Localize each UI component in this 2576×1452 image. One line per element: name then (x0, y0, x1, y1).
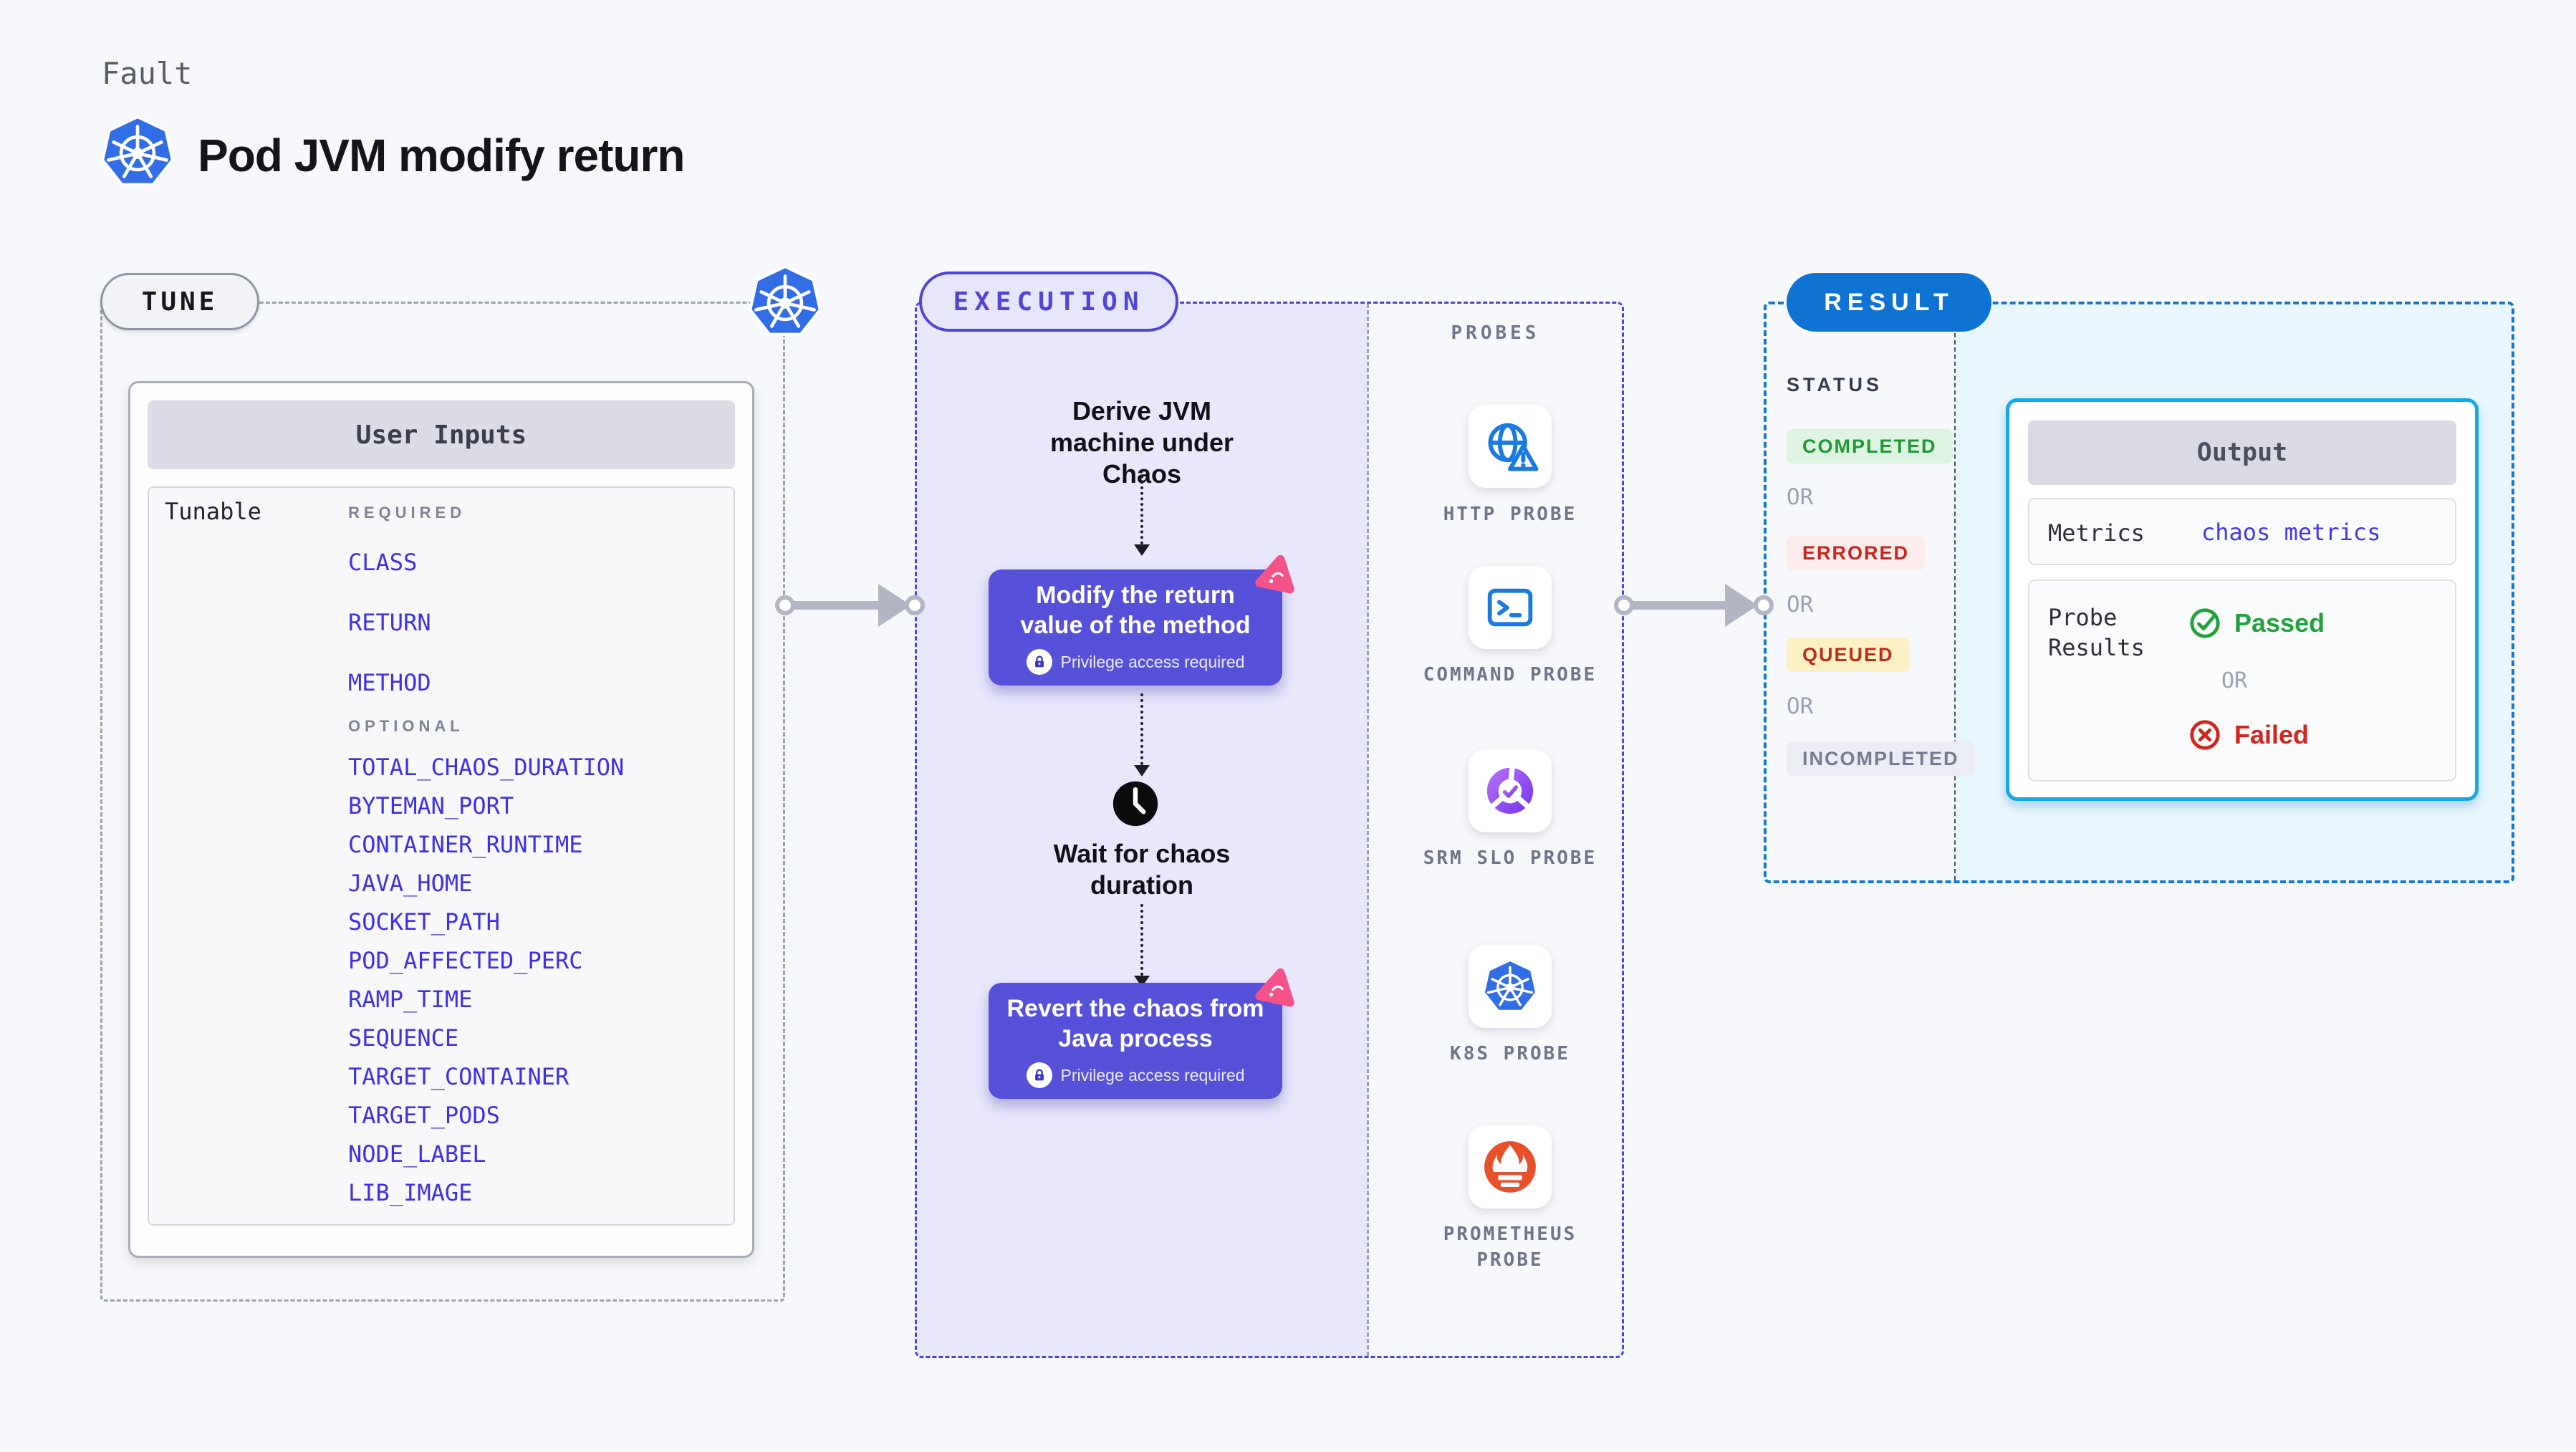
probes-heading: PROBES (1451, 322, 1540, 344)
execution-step-modify-text: Modify the return value of the method (1020, 582, 1251, 639)
tunable-item: SEQUENCE (348, 1024, 459, 1052)
output-title: Output (2028, 420, 2456, 485)
tunable-list: Tunable REQUIRED CLASS RETURN METHOD OPT… (148, 486, 735, 1226)
tunable-item: RETURN (348, 609, 431, 636)
metrics-row: Metrics chaos metrics (2028, 498, 2456, 565)
tunable-item: CLASS (348, 549, 418, 576)
execution-step-wait: Wait for chaos duration (1053, 839, 1231, 900)
result-section-border (1764, 302, 2514, 883)
kubernetes-icon (748, 264, 822, 339)
result-section-label: RESULT (1787, 273, 1991, 332)
execution-step-derive: Derive JVM machine under Chaos (1049, 396, 1234, 489)
status-heading: STATUS (1787, 374, 1883, 395)
lock-icon (1026, 649, 1052, 675)
execution-section-border (915, 302, 1624, 1358)
clock-icon (1111, 779, 1160, 828)
optional-heading: OPTIONAL (348, 717, 464, 735)
probe-label: K8S PROBE (1450, 1043, 1570, 1064)
probe-label: COMMAND PROBE (1423, 664, 1597, 686)
status-badge-completed: COMPLETED (1787, 429, 1953, 463)
user-inputs-panel: User Inputs Tunable REQUIRED CLASS RETUR… (128, 381, 754, 1258)
tunable-item: JAVA_HOME (348, 870, 473, 897)
arrow-down-icon (1134, 544, 1150, 556)
probe-results-label: Probe Results (2048, 604, 2145, 661)
srm-slo-probe-icon (1469, 749, 1552, 832)
tunable-item: CONTAINER_RUNTIME (348, 831, 583, 858)
status-badge-errored: ERRORED (1787, 536, 1926, 570)
probe-result-passed: Passed (2188, 607, 2325, 640)
output-panel: Output Metrics chaos metrics Probe Resul… (2006, 398, 2479, 801)
tunable-item: METHOD (348, 669, 431, 696)
prometheus-probe-icon (1469, 1125, 1552, 1208)
tunable-label: Tunable (165, 498, 261, 525)
required-heading: REQUIRED (348, 504, 466, 521)
or-label: OR (2221, 668, 2248, 693)
or-label: OR (1787, 693, 1814, 719)
chaos-icon (1253, 963, 1302, 1013)
status-badge-queued: QUEUED (1787, 638, 1910, 672)
or-label: OR (1787, 592, 1814, 617)
http-probe-icon (1469, 405, 1552, 488)
flow-connector (1140, 693, 1143, 765)
execution-section-label: EXECUTION (919, 271, 1178, 332)
status-badge-incompleted: INCOMPLETED (1787, 741, 1975, 776)
probe-label: SRM SLO PROBE (1423, 847, 1597, 869)
privilege-badge: Privilege access required (1026, 649, 1244, 675)
execution-step-revert-text: Revert the chaos from Java process (1006, 995, 1264, 1052)
fault-eyebrow: Fault (102, 56, 193, 91)
tunable-params: REQUIRED CLASS RETURN METHOD OPTIONAL TO… (348, 496, 728, 1217)
chaos-icon (1253, 550, 1302, 600)
tunable-item: TARGET_CONTAINER (348, 1063, 569, 1090)
check-circle-icon (2188, 607, 2221, 640)
execution-step-revert-card: Revert the chaos from Java process Privi… (989, 983, 1282, 1099)
flow-connector (1140, 904, 1143, 976)
tunable-item: SOCKET_PATH (348, 908, 500, 936)
privilege-badge: Privilege access required (1026, 1062, 1244, 1088)
tunable-item: LIB_IMAGE (348, 1179, 473, 1206)
result-divider (1954, 304, 1956, 880)
page-title: Pod JVM modify return (198, 130, 685, 181)
tunable-item: TARGET_PODS (348, 1102, 500, 1129)
k8s-probe-icon (1469, 945, 1552, 1028)
user-inputs-title: User Inputs (148, 400, 735, 469)
probe-results-row: Probe Results Passed OR Failed (2028, 580, 2456, 782)
tunable-item: NODE_LABEL (348, 1140, 486, 1168)
probes-divider (1367, 304, 1369, 1356)
tunable-item: TOTAL_CHAOS_DURATION (348, 754, 625, 781)
flow-connector (1140, 470, 1143, 544)
tunable-item: POD_AFFECTED_PERC (348, 947, 583, 974)
probe-result-failed: Failed (2188, 718, 2309, 751)
command-probe-icon (1469, 566, 1552, 649)
kubernetes-icon (100, 115, 175, 189)
tune-section-label: TUNE (100, 273, 259, 330)
x-circle-icon (2188, 718, 2221, 751)
probe-label: HTTP PROBE (1443, 504, 1577, 525)
tunable-item: BYTEMAN_PORT (348, 792, 514, 819)
arrow-down-icon (1134, 765, 1150, 777)
probe-label: PROMETHEUS PROBE (1443, 1223, 1577, 1271)
metrics-label: Metrics (2048, 519, 2145, 547)
tunable-item: RAMP_TIME (348, 986, 473, 1013)
or-label: OR (1787, 484, 1814, 510)
lock-icon (1026, 1062, 1052, 1088)
tune-section-border (100, 302, 785, 1302)
execution-step-modify-card: Modify the return value of the method Pr… (989, 569, 1282, 686)
metrics-value: chaos metrics (2201, 519, 2381, 546)
